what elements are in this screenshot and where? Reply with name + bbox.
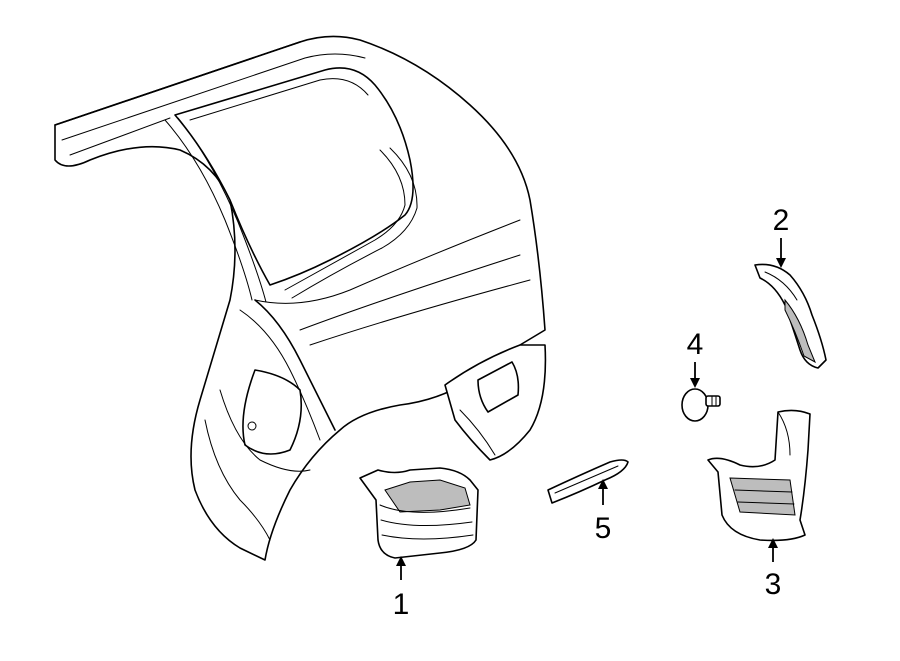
splash-shield-part-2 [754,263,827,369]
arrowhead-1 [396,556,406,566]
callout-3: 3 [765,568,782,601]
callout-1: 1 [393,588,410,621]
callout-4: 4 [687,328,704,361]
arrowhead-3 [768,538,778,548]
mud-guard-part-1 [359,467,479,559]
clip-part-4 [681,388,721,422]
arrowhead-5 [598,479,608,489]
molding-part-5 [547,459,629,504]
quarter-panel [54,35,547,561]
callout-labels: 1 2 3 4 5 [393,204,790,621]
arrowhead-4 [690,378,700,388]
callout-5: 5 [595,512,612,545]
arrowhead-2 [776,258,786,268]
callout-arrows [396,238,786,580]
callout-2: 2 [773,204,790,237]
mud-guard-part-3 [707,409,811,542]
